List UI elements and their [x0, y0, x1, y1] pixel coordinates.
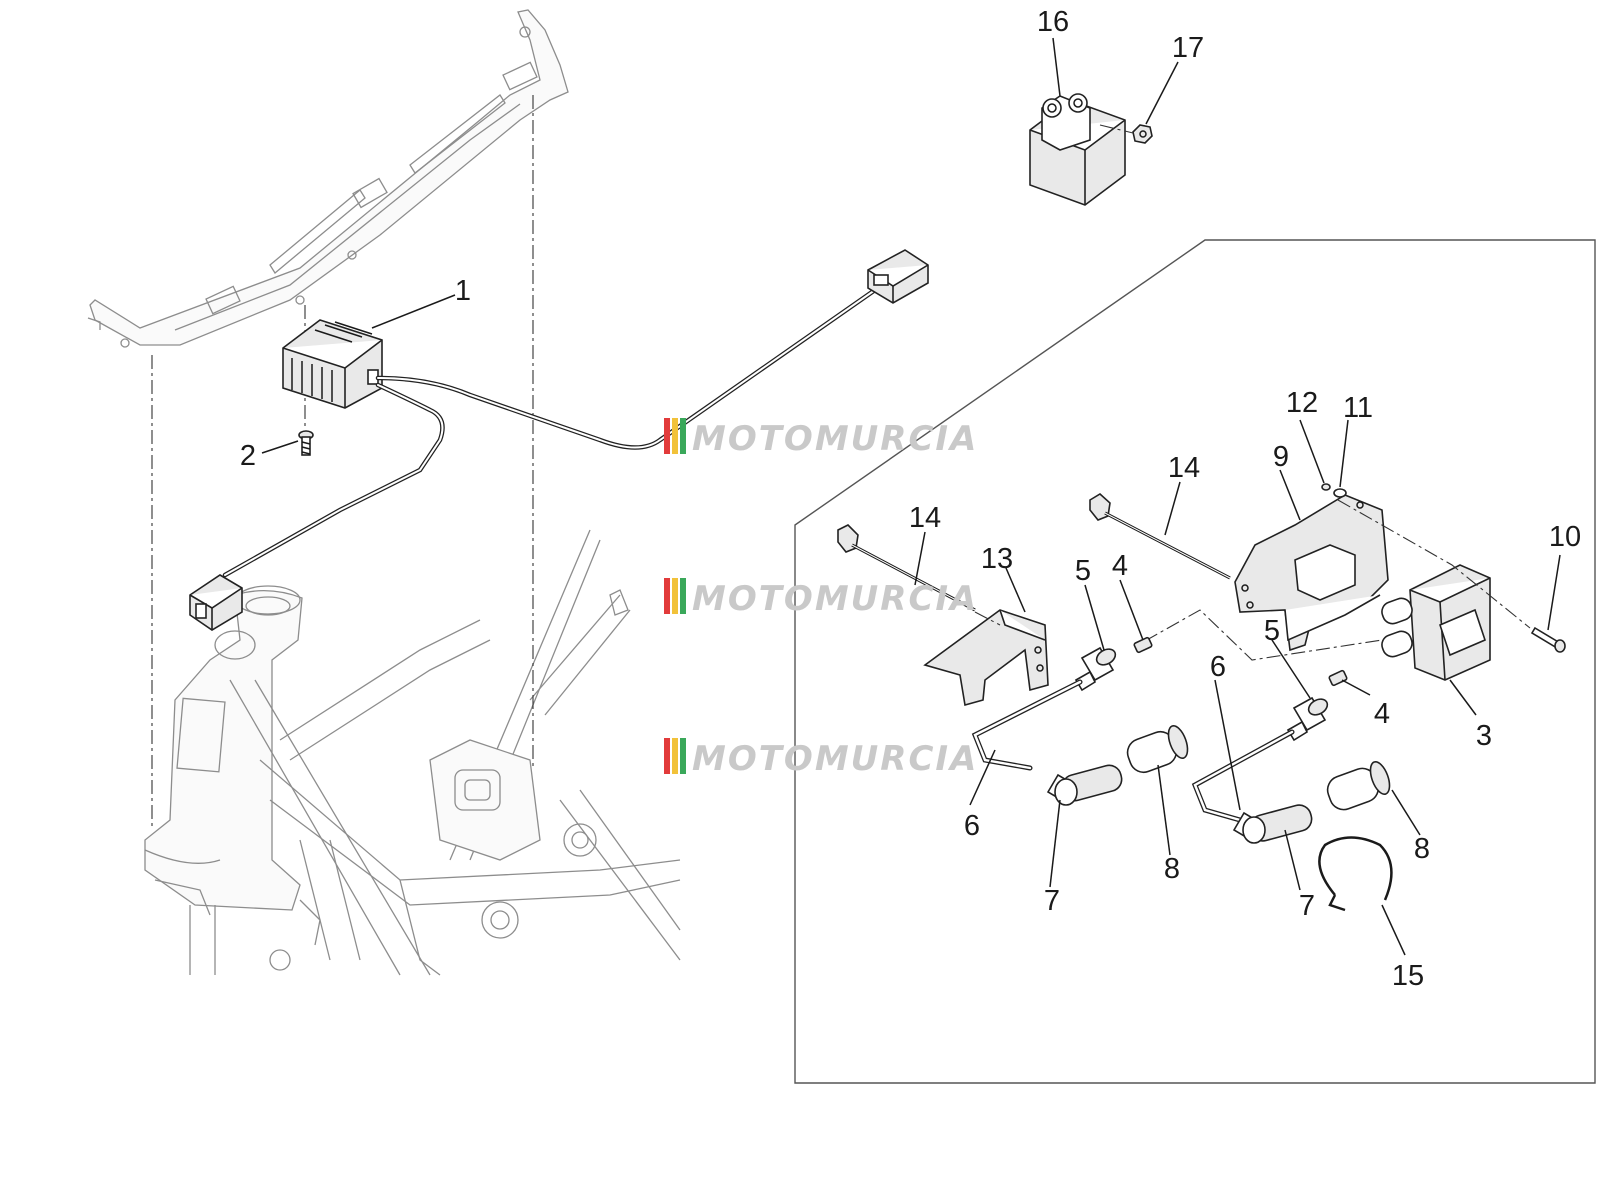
callout-7-right: 7: [1299, 890, 1315, 922]
callout-1: 1: [455, 275, 471, 307]
callout-8-left: 8: [1164, 853, 1180, 885]
callout-8-right: 8: [1414, 833, 1430, 865]
assembly-line-caps: [1144, 609, 1383, 661]
sensor-wire-left: [837, 524, 976, 612]
boot-part-5-left: [1074, 646, 1117, 692]
cover-part-8-right: [1326, 760, 1391, 811]
callout-labels: 1 2 3 4 4 5 5 6 6 7 7 8 8 9 10 11 12 13 …: [240, 6, 1581, 992]
screw-part-2: [298, 430, 314, 456]
terminal-part-4-left: [1133, 636, 1153, 654]
callout-15: 15: [1392, 960, 1424, 992]
callout-7-left: 7: [1044, 885, 1060, 917]
callout-9: 9: [1273, 441, 1289, 473]
spark-plug-cap-right: [1232, 804, 1313, 844]
callout-4-right: 4: [1374, 698, 1390, 730]
watermark-1: MOTOMURCIA: [664, 418, 978, 459]
callout-14-right: 14: [1168, 452, 1200, 484]
inset-frame: [794, 239, 1596, 1084]
callout-11: 11: [1343, 392, 1373, 424]
watermark-3: MOTOMURCIA: [664, 738, 978, 779]
plate-part-9: [1234, 494, 1389, 652]
ht-lead-right: [1191, 729, 1295, 823]
assembly-line-plate: [1337, 499, 1531, 629]
control-unit: [1029, 93, 1126, 206]
scooter-frame: [87, 9, 681, 976]
callout-12: 12: [1286, 387, 1318, 419]
cover-part-8-left: [1126, 724, 1189, 774]
boot-part-5-right: [1286, 696, 1329, 742]
terminal-part-4-right: [1328, 669, 1348, 687]
callout-16: 16: [1037, 6, 1069, 38]
spark-plug-cap-left: [1046, 764, 1123, 806]
callout-5-right: 5: [1264, 615, 1280, 647]
callout-5-left: 5: [1075, 555, 1091, 587]
washer-part-11: [1333, 488, 1347, 498]
callout-3: 3: [1476, 720, 1492, 752]
ht-lead-left: [971, 679, 1083, 771]
ignition-coil: [1381, 564, 1491, 681]
bracket-part-13: [923, 609, 1049, 707]
voltage-regulator: [282, 319, 383, 409]
assembly-line-bracket: [974, 611, 1001, 626]
callout-2: 2: [240, 440, 256, 472]
callout-6-left: 6: [964, 810, 980, 842]
callout-14-left: 14: [909, 502, 941, 534]
callout-10: 10: [1549, 521, 1581, 553]
leader-lines: [261, 37, 1561, 956]
clip-part-15: [1318, 836, 1393, 912]
watermark-text: MOTOMURCIA: [692, 579, 978, 619]
harness-connector-top: [867, 249, 929, 304]
wiring-harness: [222, 287, 878, 578]
callout-6-right: 6: [1210, 651, 1226, 683]
watermark-text: MOTOMURCIA: [692, 419, 978, 459]
watermark-2: MOTOMURCIA: [664, 578, 978, 619]
harness-connector-bottom: [189, 574, 243, 631]
nut-part-17: [1099, 124, 1153, 144]
watermark-text: MOTOMURCIA: [692, 739, 978, 779]
screw-part-12: [1321, 483, 1331, 491]
sensor-wire-right: [1089, 493, 1231, 580]
callout-4-left: 4: [1112, 550, 1128, 582]
callout-13: 13: [981, 543, 1013, 575]
callout-17: 17: [1172, 32, 1204, 64]
screw-part-10: [1530, 626, 1566, 653]
